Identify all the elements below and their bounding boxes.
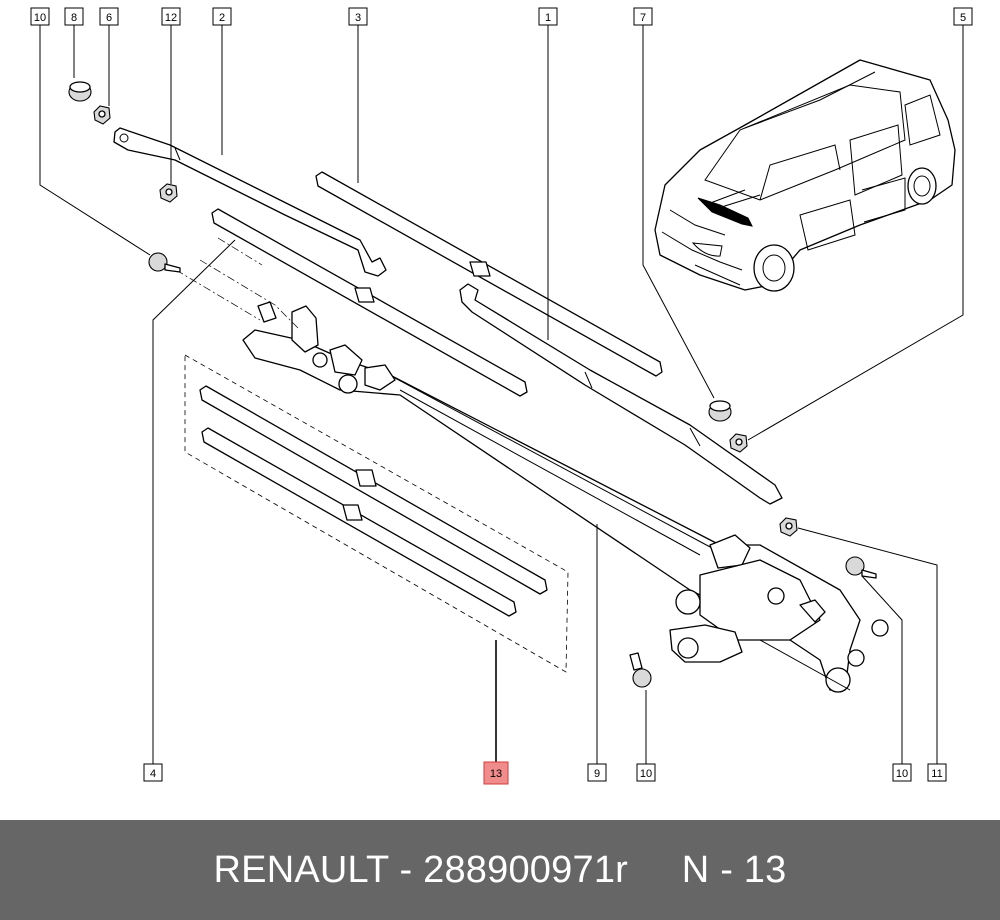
wiper-blade-4 xyxy=(211,208,528,397)
callout-12: 12 xyxy=(161,7,181,26)
vehicle-illustration xyxy=(654,59,956,292)
callout-7: 7 xyxy=(633,7,653,26)
nut-11 xyxy=(779,517,798,537)
svg-text:10: 10 xyxy=(896,768,908,780)
svg-text:5: 5 xyxy=(960,12,966,24)
wiper-parts-diagram: 10 8 6 12 2 3 1 7 5 4 13 9 10 10 11 xyxy=(30,7,973,785)
callout-10-right: 10 xyxy=(892,763,912,782)
part-number-label: RENAULT - 288900971r N - 13 xyxy=(213,848,787,891)
svg-text:11: 11 xyxy=(931,768,942,780)
wiper-blade-3 xyxy=(315,171,663,377)
callout-5: 5 xyxy=(953,7,973,26)
svg-text:9: 9 xyxy=(594,768,600,780)
wiper-blade-set-13 xyxy=(184,354,569,673)
bolt-10-left xyxy=(148,252,181,273)
bolt-10-right xyxy=(845,556,877,579)
callout-2: 2 xyxy=(212,7,232,26)
wiper-arm-left xyxy=(113,127,387,277)
leader-lines xyxy=(39,25,964,764)
callout-1: 1 xyxy=(538,7,558,26)
svg-text:2: 2 xyxy=(219,12,225,24)
footer-bar: RENAULT - 288900971r N - 13 xyxy=(0,820,1000,920)
cap-8 xyxy=(68,81,92,102)
svg-text:6: 6 xyxy=(106,12,112,24)
callout-8: 8 xyxy=(64,7,84,26)
svg-text:13: 13 xyxy=(490,768,502,780)
svg-text:1: 1 xyxy=(545,12,551,24)
nut-6 xyxy=(93,105,111,125)
svg-text:12: 12 xyxy=(165,12,177,24)
nut-12 xyxy=(159,183,178,203)
svg-text:7: 7 xyxy=(640,12,646,24)
callout-3: 3 xyxy=(348,7,368,26)
wiper-linkage xyxy=(175,237,889,693)
svg-text:10: 10 xyxy=(34,12,46,24)
svg-text:10: 10 xyxy=(640,768,652,780)
callout-6: 6 xyxy=(99,7,119,26)
callout-11: 11 xyxy=(927,763,947,782)
callout-10-middle: 10 xyxy=(636,763,656,782)
callout-4: 4 xyxy=(143,763,163,782)
callout-9: 9 xyxy=(587,763,607,782)
nut-5 xyxy=(729,433,748,453)
cap-7 xyxy=(708,400,732,422)
svg-text:4: 4 xyxy=(150,768,156,780)
callout-10-top: 10 xyxy=(30,7,50,26)
bolt-10-bottom xyxy=(629,652,652,688)
svg-text:3: 3 xyxy=(355,12,361,24)
callout-13-highlighted: 13 xyxy=(483,761,509,785)
svg-text:8: 8 xyxy=(71,12,77,24)
wiper-arm-right xyxy=(459,283,783,505)
